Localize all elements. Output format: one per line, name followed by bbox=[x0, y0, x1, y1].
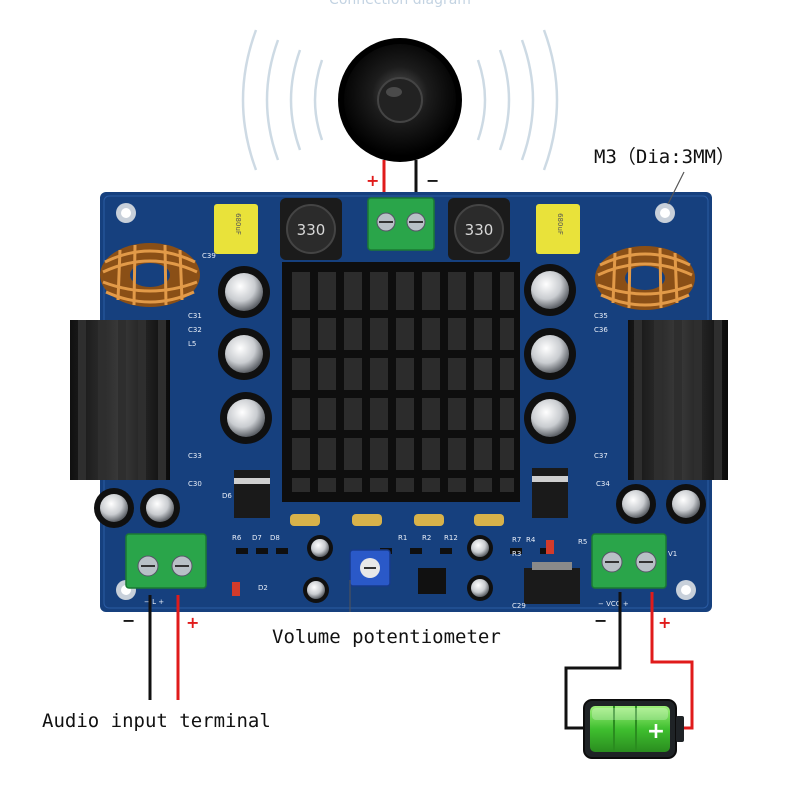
svg-text:C33: C33 bbox=[188, 452, 202, 460]
svg-text:C37: C37 bbox=[594, 452, 608, 460]
electrolytic-capacitor bbox=[303, 577, 329, 603]
svg-text:D8: D8 bbox=[270, 534, 280, 542]
electrolytic-capacitor bbox=[467, 575, 493, 601]
power-wire-plus bbox=[650, 592, 694, 730]
smd-diode bbox=[532, 468, 568, 518]
svg-text:R5: R5 bbox=[578, 538, 587, 546]
svg-text:D7: D7 bbox=[252, 534, 262, 542]
side-heatsink-left bbox=[70, 320, 170, 480]
mount-hole-callout-line bbox=[667, 171, 685, 205]
side-heatsink-right bbox=[628, 320, 728, 480]
svg-text:C35: C35 bbox=[594, 312, 608, 320]
battery-icon: + bbox=[583, 699, 684, 759]
svg-text:C34: C34 bbox=[596, 480, 610, 488]
electrolytic-capacitor bbox=[140, 488, 180, 528]
electrolytic-capacitor bbox=[616, 484, 656, 524]
svg-text:C30: C30 bbox=[188, 480, 202, 488]
toroid-inductor bbox=[595, 246, 695, 310]
volume-potentiometer bbox=[349, 549, 391, 587]
electrolytic-capacitor bbox=[524, 264, 576, 316]
electrolytic-capacitor bbox=[467, 535, 493, 561]
electrolytic-capacitor bbox=[94, 488, 134, 528]
power-minus-sign: − bbox=[594, 611, 607, 630]
electrolytic-capacitor bbox=[218, 266, 270, 318]
mount-hole-label: M3（Dia:3MM） bbox=[594, 146, 735, 168]
central-heatsink bbox=[282, 262, 520, 502]
svg-text:R12: R12 bbox=[444, 534, 458, 542]
svg-text:L5: L5 bbox=[188, 340, 196, 348]
svg-text:R4: R4 bbox=[526, 536, 536, 544]
film-capacitor: 680uF bbox=[536, 204, 580, 254]
electrolytic-capacitor bbox=[666, 484, 706, 524]
silkscreen-labels: C31 C32 C33 C30 C34 C35 C36 C37 D6 D7 D8… bbox=[188, 252, 677, 610]
svg-text:C32: C32 bbox=[188, 326, 202, 334]
svg-text:C29: C29 bbox=[512, 602, 526, 610]
svg-text:R2: R2 bbox=[422, 534, 431, 542]
input-minus-sign: − bbox=[122, 611, 135, 630]
svg-text:C31: C31 bbox=[188, 312, 202, 320]
power-plus-sign: + bbox=[658, 613, 671, 632]
svg-text:D2: D2 bbox=[258, 584, 268, 592]
svg-text:R7: R7 bbox=[512, 536, 521, 544]
film-capacitor: 680uF bbox=[214, 204, 258, 254]
electrolytic-capacitor bbox=[307, 535, 333, 561]
electrolytic-capacitor bbox=[524, 392, 576, 444]
smd-pads bbox=[290, 514, 504, 526]
mounting-hole bbox=[655, 203, 675, 223]
svg-text:330: 330 bbox=[297, 221, 326, 239]
inductor-330: 330 bbox=[280, 198, 342, 260]
smd-diode bbox=[234, 470, 270, 518]
svg-text:680uF: 680uF bbox=[556, 213, 564, 235]
audio-input-terminal bbox=[125, 533, 207, 589]
electrolytic-capacitor bbox=[218, 328, 270, 380]
sound-waves-icon bbox=[241, 29, 559, 171]
smd-regulator bbox=[524, 562, 580, 604]
toroid-inductor bbox=[100, 243, 200, 307]
input-plus-sign: + bbox=[186, 613, 199, 632]
svg-text:680uF: 680uF bbox=[234, 213, 242, 235]
svg-text:R1: R1 bbox=[398, 534, 407, 542]
speaker-minus-sign: − bbox=[426, 171, 439, 190]
power-wire-minus bbox=[564, 592, 622, 730]
power-terminal-silkscreen: − VCC + bbox=[598, 600, 629, 608]
power-input-terminal bbox=[591, 533, 667, 589]
audio-input-label: Audio input terminal bbox=[42, 710, 271, 732]
svg-text:D6: D6 bbox=[222, 492, 232, 500]
speaker-output-terminal bbox=[367, 197, 435, 251]
svg-text:V1: V1 bbox=[668, 550, 677, 558]
header-caption: Connection diagram bbox=[329, 0, 471, 8]
battery-plus-sign: + bbox=[647, 719, 665, 744]
svg-text:R3: R3 bbox=[512, 550, 521, 558]
svg-text:C36: C36 bbox=[594, 326, 608, 334]
input-terminal-silkscreen: − L + bbox=[144, 598, 164, 606]
ic-chip bbox=[418, 568, 446, 594]
electrolytic-capacitor bbox=[524, 328, 576, 380]
svg-text:330: 330 bbox=[465, 221, 494, 239]
mounting-hole bbox=[676, 580, 696, 600]
speaker-icon bbox=[338, 38, 462, 162]
mounting-hole bbox=[116, 203, 136, 223]
speaker-plus-sign: + bbox=[366, 171, 379, 190]
svg-text:R6: R6 bbox=[232, 534, 242, 542]
inductor-330: 330 bbox=[448, 198, 510, 260]
volume-pot-label: Volume potentiometer bbox=[272, 626, 501, 648]
electrolytic-capacitor bbox=[220, 392, 272, 444]
svg-text:C39: C39 bbox=[202, 252, 216, 260]
